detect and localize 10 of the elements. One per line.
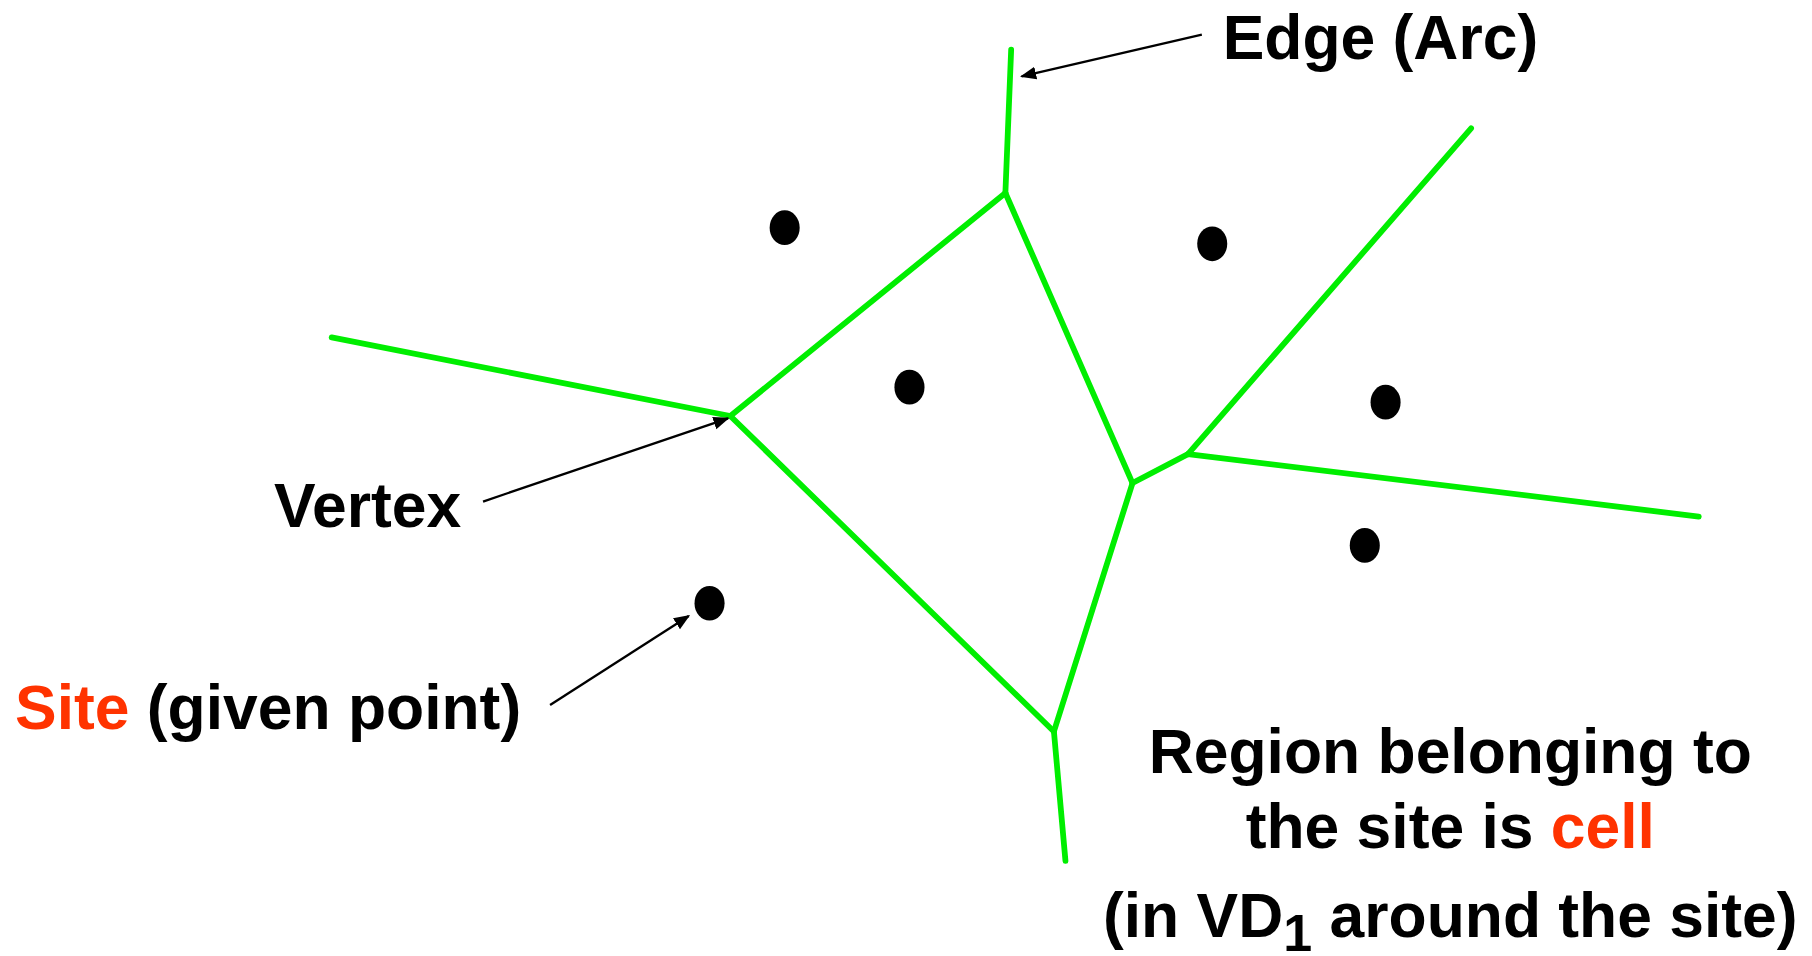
edge-line	[1002, 46, 1015, 196]
note-text: (in VD$_{1}$ around the site)	[1103, 881, 1798, 956]
note-text: Region belonging to the site is cell	[1147, 715, 1753, 863]
edge-caption: Edge (Arc)	[1222, 3, 1539, 73]
leader-line	[549, 614, 691, 706]
site-caption: Site (given point)	[15, 673, 522, 743]
leader-line	[1020, 33, 1203, 80]
vertex-caption: Vertex	[273, 471, 462, 541]
site-dot	[694, 585, 725, 621]
leader-line	[482, 416, 730, 503]
